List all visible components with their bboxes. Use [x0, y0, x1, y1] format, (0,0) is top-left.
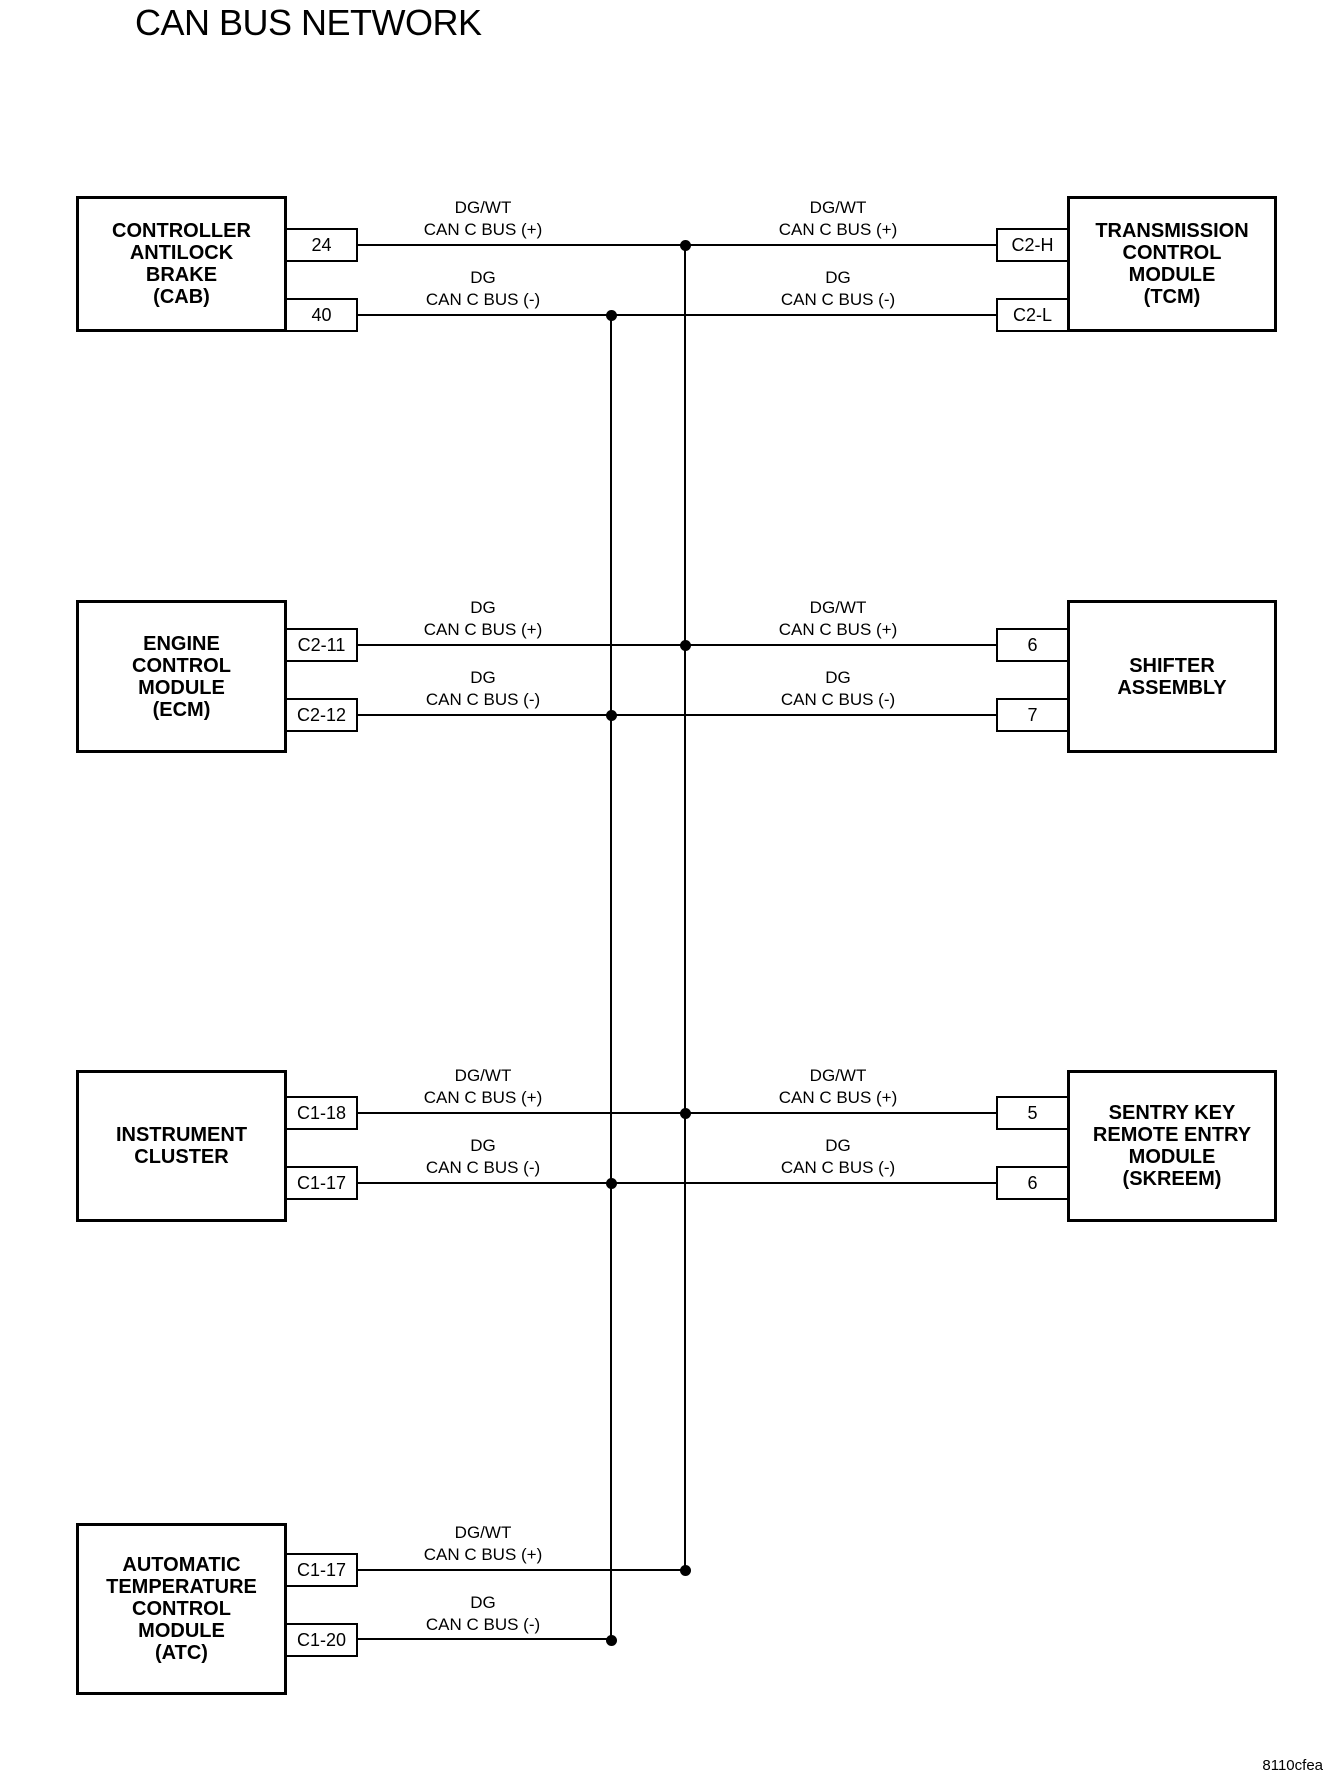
pin-ecm-c2-12: C2-12	[285, 698, 358, 732]
module-skreem: SENTRY KEY REMOTE ENTRY MODULE (SKREEM)	[1067, 1070, 1277, 1222]
module-ecm: ENGINE CONTROL MODULE (ECM)	[76, 600, 287, 753]
wire-label-row2-right-minus: DG CAN C BUS (-)	[780, 668, 896, 709]
wire-label-row4-left-plus: DG/WT CAN C BUS (+)	[423, 1523, 543, 1564]
module-skreem-label: SENTRY KEY REMOTE ENTRY MODULE (SKREEM)	[1092, 1102, 1252, 1190]
wire-label-row4-left-minus: DG CAN C BUS (-)	[425, 1593, 541, 1634]
wire-row4-can-c-bus-plus	[357, 1568, 686, 1572]
pin-cab-24: 24	[285, 228, 358, 262]
pin-cluster-c1-18: C1-18	[285, 1096, 358, 1130]
pin-tcm-c2-l: C2-L	[996, 298, 1069, 332]
wire-label-row3-right-plus: DG/WT CAN C BUS (+)	[778, 1066, 898, 1107]
junction-dot-plus-row2	[679, 639, 691, 651]
wire-row3-can-c-bus-plus	[357, 1111, 997, 1115]
wire-row1-can-c-bus-plus	[357, 243, 997, 247]
junction-dot-plus-row1	[679, 239, 691, 251]
bus-line-can-c-plus	[683, 245, 687, 1570]
junction-dot-minus-row3	[605, 1177, 617, 1189]
module-instrument-cluster: INSTRUMENT CLUSTER	[76, 1070, 287, 1222]
pin-skreem-6: 6	[996, 1166, 1069, 1200]
wire-label-row1-right-minus: DG CAN C BUS (-)	[780, 268, 896, 309]
wire-label-row3-right-minus: DG CAN C BUS (-)	[780, 1136, 896, 1177]
wire-row3-can-c-bus-minus	[357, 1182, 997, 1184]
wire-row4-can-c-bus-minus	[357, 1638, 612, 1640]
junction-dot-minus-row4	[605, 1634, 617, 1646]
module-tcm-label: TRANSMISSION CONTROL MODULE (TCM)	[1095, 220, 1249, 308]
wire-row1-can-c-bus-minus	[357, 314, 997, 316]
wire-row2-can-c-bus-minus	[357, 714, 997, 716]
junction-dot-minus-row1	[605, 309, 617, 321]
pin-cluster-c1-17: C1-17	[285, 1166, 358, 1200]
wire-label-row2-right-plus: DG/WT CAN C BUS (+)	[778, 598, 898, 639]
module-atc: AUTOMATIC TEMPERATURE CONTROL MODULE (AT…	[76, 1523, 287, 1695]
module-cab-label: CONTROLLER ANTILOCK BRAKE (CAB)	[112, 220, 251, 308]
junction-dot-minus-row2	[605, 709, 617, 721]
module-ecm-label: ENGINE CONTROL MODULE (ECM)	[132, 632, 231, 721]
module-atc-label: AUTOMATIC TEMPERATURE CONTROL MODULE (AT…	[106, 1554, 257, 1664]
diagram-title: CAN BUS NETWORK	[135, 2, 482, 43]
pin-atc-c1-20: C1-20	[285, 1623, 358, 1657]
figure-code: 8110cfea	[1262, 1757, 1323, 1774]
wire-label-row1-left-minus: DG CAN C BUS (-)	[425, 268, 541, 309]
wire-label-row1-right-plus: DG/WT CAN C BUS (+)	[778, 198, 898, 239]
pin-cab-40: 40	[285, 298, 358, 332]
module-cab: CONTROLLER ANTILOCK BRAKE (CAB)	[76, 196, 287, 332]
wire-label-row3-left-plus: DG/WT CAN C BUS (+)	[423, 1066, 543, 1107]
module-instrument-cluster-label: INSTRUMENT CLUSTER	[115, 1124, 248, 1168]
junction-dot-plus-row3	[679, 1107, 691, 1119]
junction-dot-plus-row4	[679, 1564, 691, 1576]
pin-shifter-6: 6	[996, 628, 1069, 662]
pin-tcm-c2-h: C2-H	[996, 228, 1069, 262]
wire-row2-can-c-bus-plus	[357, 643, 997, 647]
wire-label-row1-left-plus: DG/WT CAN C BUS (+)	[423, 198, 543, 239]
pin-shifter-7: 7	[996, 698, 1069, 732]
wire-label-row3-left-minus: DG CAN C BUS (-)	[425, 1136, 541, 1177]
pin-skreem-5: 5	[996, 1096, 1069, 1130]
module-shifter-assembly-label: SHIFTER ASSEMBLY	[1117, 654, 1227, 699]
bus-line-can-c-minus	[610, 315, 612, 1640]
module-shifter-assembly: SHIFTER ASSEMBLY	[1067, 600, 1277, 753]
wire-label-row2-left-minus: DG CAN C BUS (-)	[425, 668, 541, 709]
wire-label-row2-left-plus: DG CAN C BUS (+)	[423, 598, 543, 639]
module-tcm: TRANSMISSION CONTROL MODULE (TCM)	[1067, 196, 1277, 332]
pin-atc-c1-17: C1-17	[285, 1553, 358, 1587]
pin-ecm-c2-11: C2-11	[285, 628, 358, 662]
